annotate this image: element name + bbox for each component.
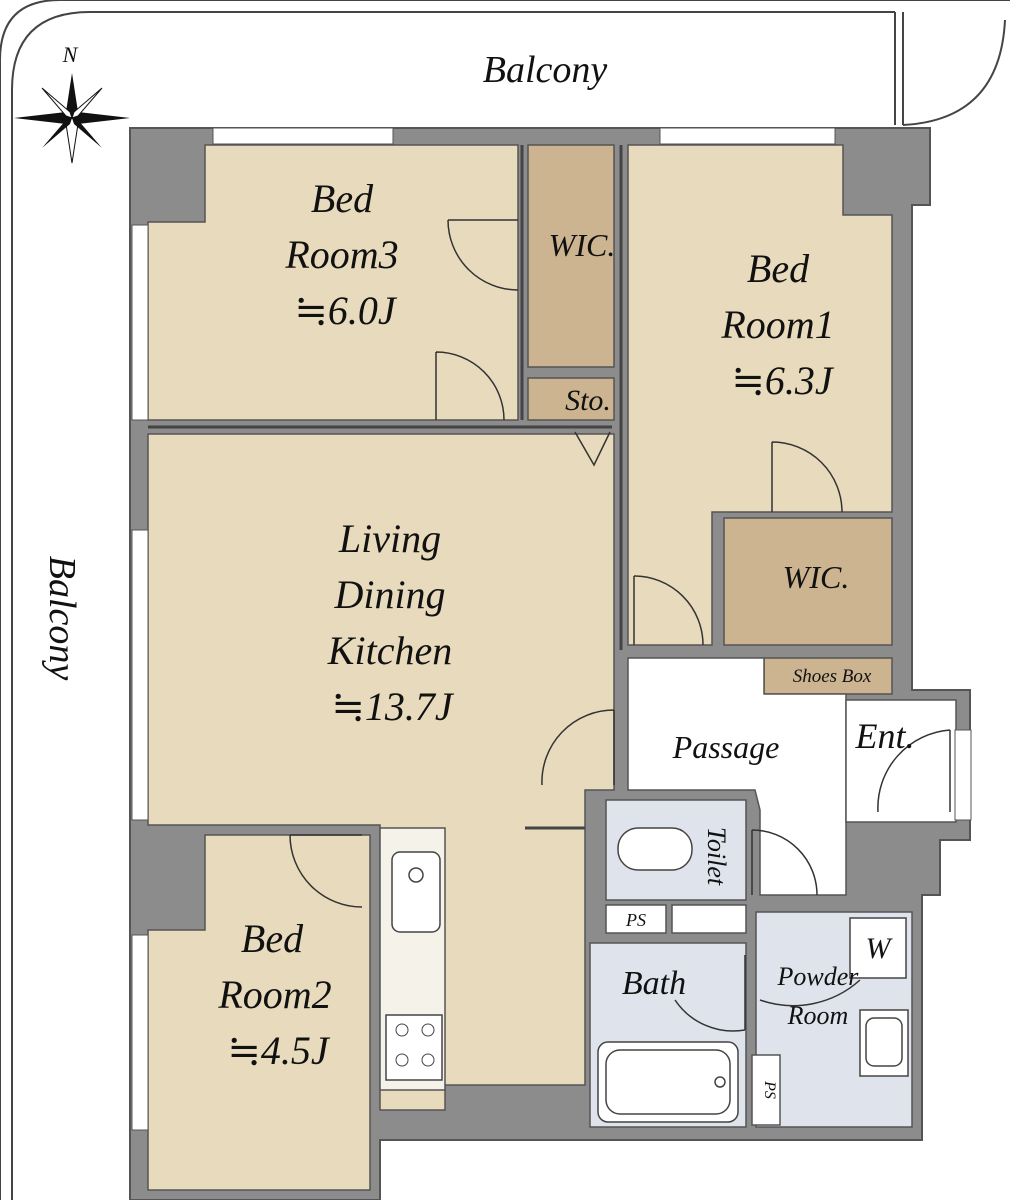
compass-icon — [14, 73, 130, 164]
vanity-basin — [865, 1017, 903, 1067]
powder-room-label-line2: Room — [787, 1001, 849, 1030]
door-entrance — [877, 729, 951, 813]
svg-text:≒6.0J: ≒6.0J — [294, 288, 398, 333]
ps-top-side — [671, 904, 747, 934]
svg-text:Bed: Bed — [241, 916, 304, 961]
washer-label: W — [866, 932, 894, 965]
shoes-box-label: Shoes Box — [793, 666, 872, 687]
door-bedroom3-closet — [447, 219, 519, 291]
toilet-label: Toilet — [702, 827, 731, 886]
windows — [131, 127, 972, 1131]
passage-floor — [627, 657, 847, 896]
door-powder — [759, 979, 861, 1007]
svg-text:Bed: Bed — [747, 246, 810, 291]
room-floors — [147, 144, 957, 1191]
ldk-label: Living Dining Kitchen ≒13.7J — [327, 516, 455, 729]
door-ldk — [541, 709, 615, 786]
door-toilet — [751, 829, 818, 896]
door-bath — [674, 955, 746, 1032]
ps-top-floor — [605, 904, 667, 934]
stove — [385, 1014, 443, 1081]
entrance-floor — [845, 699, 957, 823]
balcony-left-label: Balcony — [41, 556, 83, 681]
storage-label: Sto. — [565, 384, 611, 417]
partitions — [148, 145, 623, 830]
svg-text:Bed: Bed — [311, 176, 374, 221]
entrance-label: Ent. — [855, 716, 915, 756]
door-bedroom3 — [435, 351, 505, 421]
toilet-fixture — [617, 827, 693, 871]
wic-right-label: WIC. — [783, 559, 850, 595]
door-swings — [289, 219, 951, 1032]
bedroom1-label: Bed Room1 ≒6.3J — [720, 246, 835, 403]
bath-label: Bath — [622, 965, 686, 1002]
door-bedroom1-wic — [633, 575, 704, 646]
compass-north-label: N — [62, 42, 79, 67]
kitchen-counter — [379, 827, 446, 1091]
bedroom2-floor — [147, 834, 371, 1191]
storage-door — [574, 431, 611, 467]
svg-text:≒6.3J: ≒6.3J — [731, 358, 835, 403]
storage-floor — [527, 377, 615, 421]
bedroom1-floor — [627, 144, 893, 646]
door-bedroom1 — [771, 441, 843, 513]
wic-top-floor — [527, 144, 615, 368]
svg-text:≒4.5J: ≒4.5J — [227, 1028, 331, 1073]
bedroom3-label: Bed Room3 ≒6.0J — [284, 176, 398, 333]
powder-room-label-line1: Powder — [777, 962, 860, 991]
kitchen-sink — [391, 851, 441, 933]
svg-text:Kitchen: Kitchen — [327, 628, 452, 673]
bathtub-inner — [605, 1049, 731, 1115]
fixtures — [597, 827, 909, 1123]
balcony-top-label: Balcony — [483, 49, 608, 91]
ps-bottom-floor — [751, 1054, 781, 1126]
svg-text:≒13.7J: ≒13.7J — [331, 684, 455, 729]
wic-top-label: WIC. — [549, 227, 616, 263]
ps-bottom-label: PS — [761, 1080, 778, 1099]
bedroom2-label: Bed Room2 ≒4.5J — [217, 916, 331, 1073]
svg-text:Room2: Room2 — [217, 972, 331, 1017]
bathtub — [597, 1041, 739, 1123]
svg-text:Dining: Dining — [333, 572, 445, 617]
svg-text:Room3: Room3 — [284, 232, 398, 277]
svg-text:Room1: Room1 — [720, 302, 834, 347]
door-bedroom2 — [289, 834, 363, 908]
ps-top-label: PS — [625, 910, 646, 930]
svg-text:Living: Living — [338, 516, 441, 561]
wic-right-floor — [723, 517, 893, 646]
passage-label: Passage — [672, 729, 780, 765]
washer-box — [849, 917, 907, 979]
